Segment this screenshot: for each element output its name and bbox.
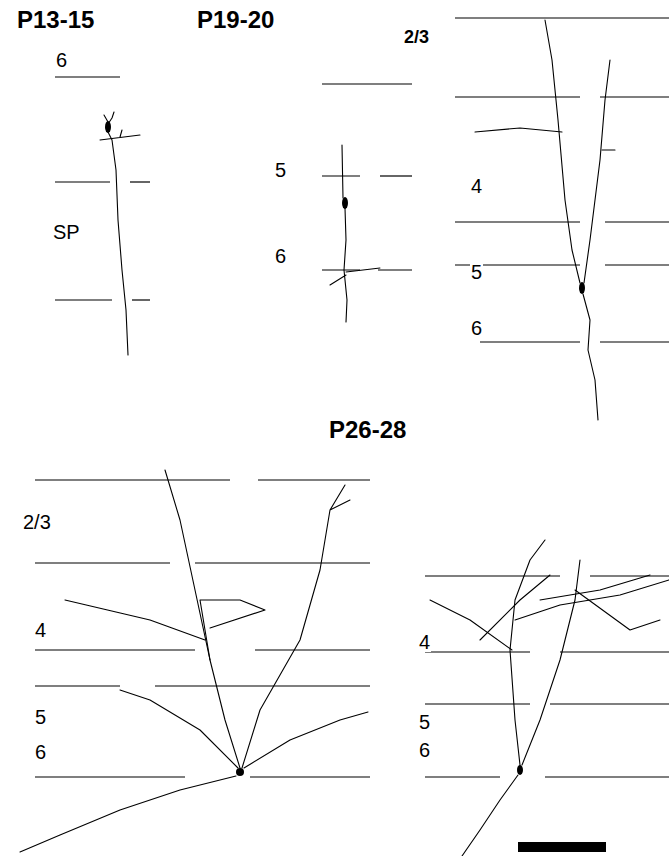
layer-boundaries [35, 18, 669, 777]
neuron-paths [20, 20, 669, 856]
layer-label: 4 [34, 620, 47, 640]
layer-label: 4 [418, 632, 431, 652]
layer-label: 2/3 [22, 512, 52, 532]
layer-label: 6 [274, 246, 287, 266]
age-title: P13-15 [16, 8, 95, 32]
layer-label: 4 [470, 176, 483, 196]
layer-label: 5 [274, 160, 287, 180]
layer-label: 5 [34, 707, 47, 727]
somata [105, 121, 585, 776]
layer-label: 6 [55, 50, 68, 70]
layer-label: SP [52, 222, 81, 242]
layer-label: 6 [418, 740, 431, 760]
layer-label: 5 [470, 262, 483, 282]
age-title: P26-28 [328, 418, 407, 442]
layer-label: 6 [34, 742, 47, 762]
layer-label: 2/3 [403, 28, 430, 46]
age-title: P19-20 [196, 8, 275, 32]
scale-bar [518, 842, 606, 852]
layer-label: 5 [418, 712, 431, 732]
layer-label: 6 [470, 318, 483, 338]
